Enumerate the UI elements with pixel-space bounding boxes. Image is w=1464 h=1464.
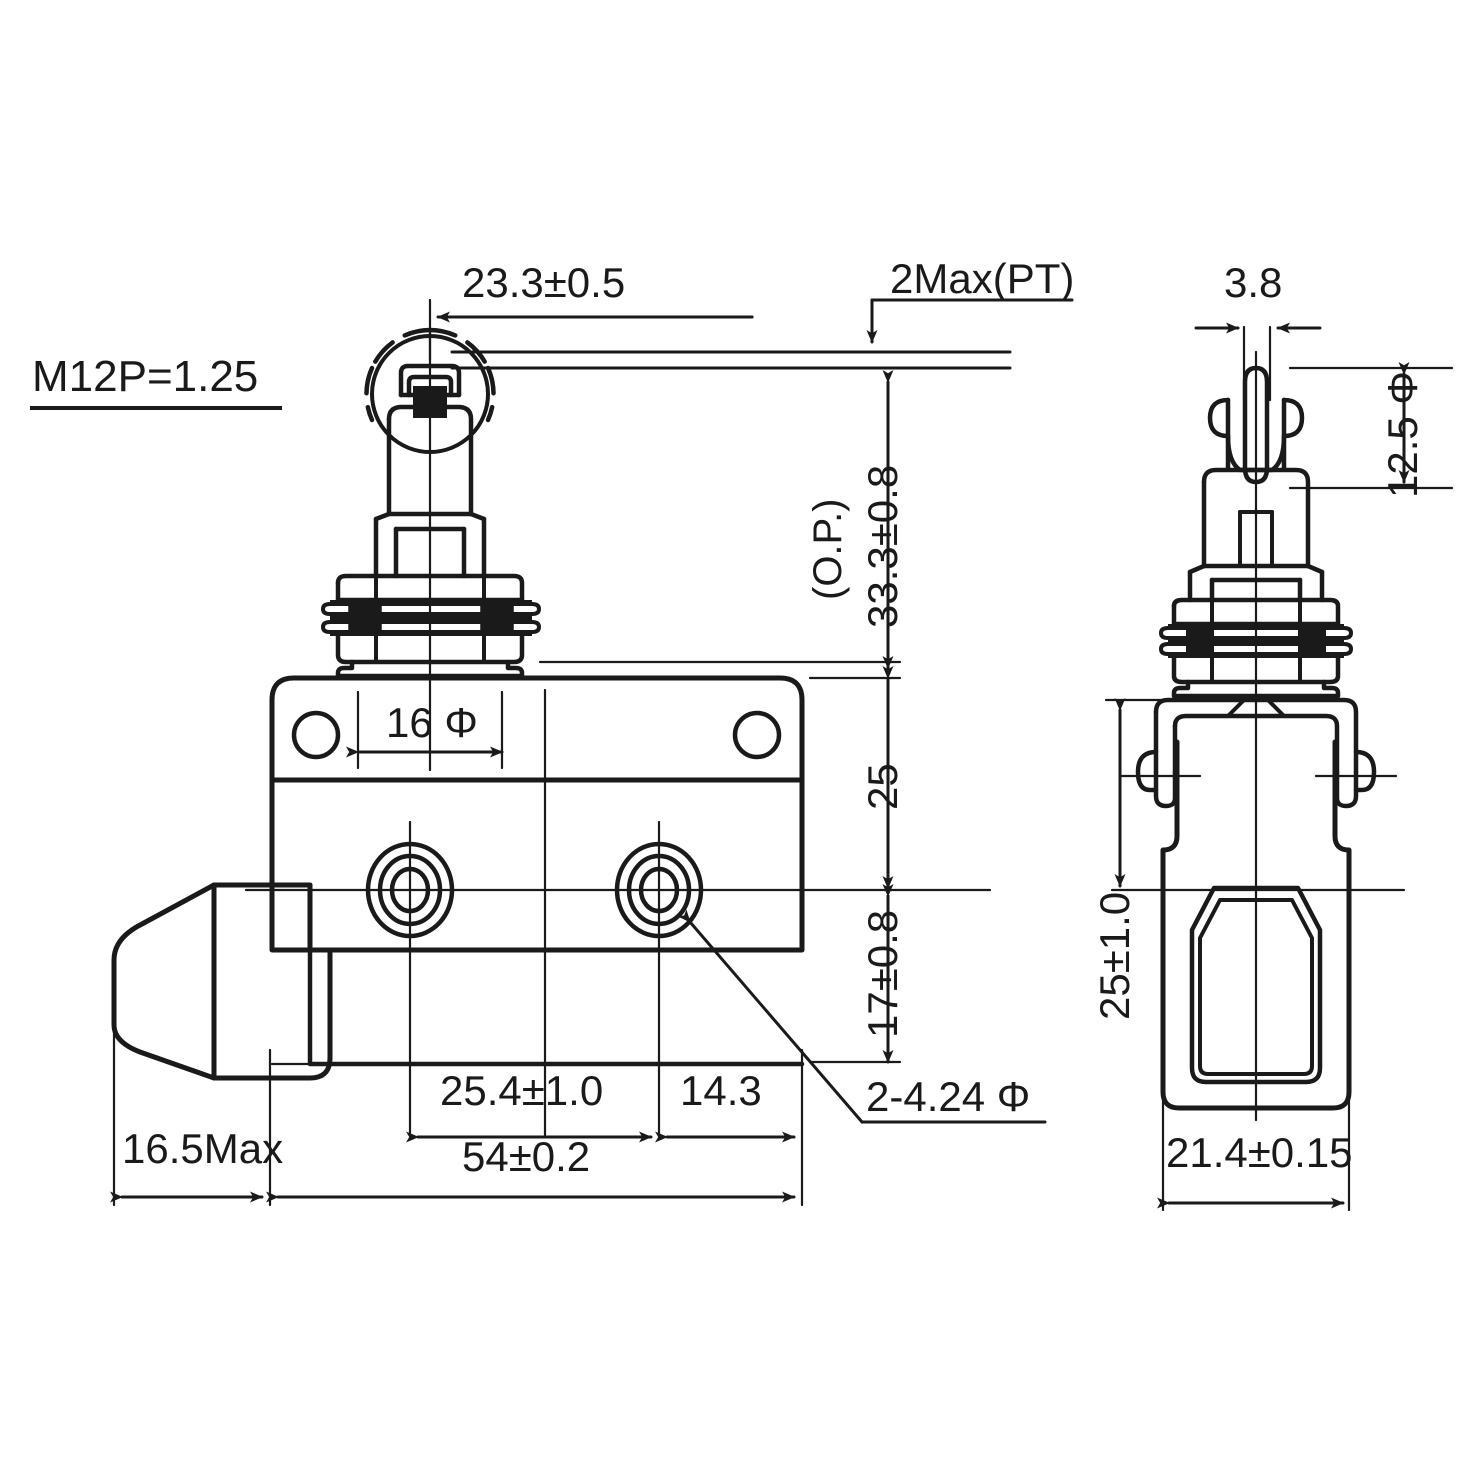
terminal-pitch-label: 25.4±1.0: [440, 1067, 604, 1114]
dim-roller-width: [1194, 322, 1322, 402]
mounting-hole-left: [291, 710, 341, 760]
body-lower-skirt: [307, 947, 805, 1067]
terminal-hole-note-label: 2-4.24 Φ: [866, 1073, 1031, 1120]
side-actuator-boot: [1189, 885, 1323, 1085]
dim-op-height: [508, 366, 902, 670]
dim-bracket-height: [1104, 698, 1202, 888]
center-lines: [112, 328, 992, 1207]
thread-spec-label: M12P=1.25: [32, 352, 259, 401]
front-view-dimensions: [110, 298, 1074, 1203]
op-prefix-label: (O.P.): [806, 498, 850, 600]
side-view-geometry: [1110, 350, 1406, 1212]
side-view-dimensions: [1104, 322, 1454, 1209]
bracket-height-label: 25±1.0: [1091, 891, 1138, 1020]
body-lower-label: 17±0.8: [859, 909, 906, 1038]
op-height-label: 33.3±0.8: [859, 464, 906, 628]
body-width-label: 21.4±0.15: [1166, 1129, 1353, 1176]
mounting-hole-right: [732, 710, 782, 760]
dim-roller-diameter: [1288, 362, 1454, 490]
dim-body-upper: [808, 666, 902, 890]
roller-offset-label: 23.3±0.5: [462, 259, 626, 306]
roller-diameter-label: 12.5 Φ: [1379, 371, 1426, 498]
dim-pretravel: [450, 298, 1074, 370]
mounting-bracket: [1135, 697, 1377, 809]
leader-terminal-hole: [678, 909, 1047, 1124]
pretravel-label: 2Max(PT): [890, 255, 1075, 302]
actuator-boot: [111, 882, 333, 1081]
body-upper-label: 25: [859, 763, 906, 810]
dim-roller-offset: [428, 298, 754, 362]
front-view-geometry: [111, 327, 992, 1207]
roller-fork: [1207, 397, 1305, 473]
terminal-edge-label: 14.3: [680, 1067, 762, 1114]
roller-width-label: 3.8: [1224, 259, 1283, 306]
lever-projection-label: 16.5Max: [122, 1125, 284, 1172]
body-length-label: 54±0.2: [462, 1133, 591, 1180]
dim-plunger-hole: [346, 690, 504, 770]
side-center-lines: [1110, 350, 1406, 1212]
plunger-hole-label: 16 Φ: [386, 699, 478, 746]
switch-body: [269, 675, 805, 953]
dim-body-lower: [808, 884, 902, 1064]
